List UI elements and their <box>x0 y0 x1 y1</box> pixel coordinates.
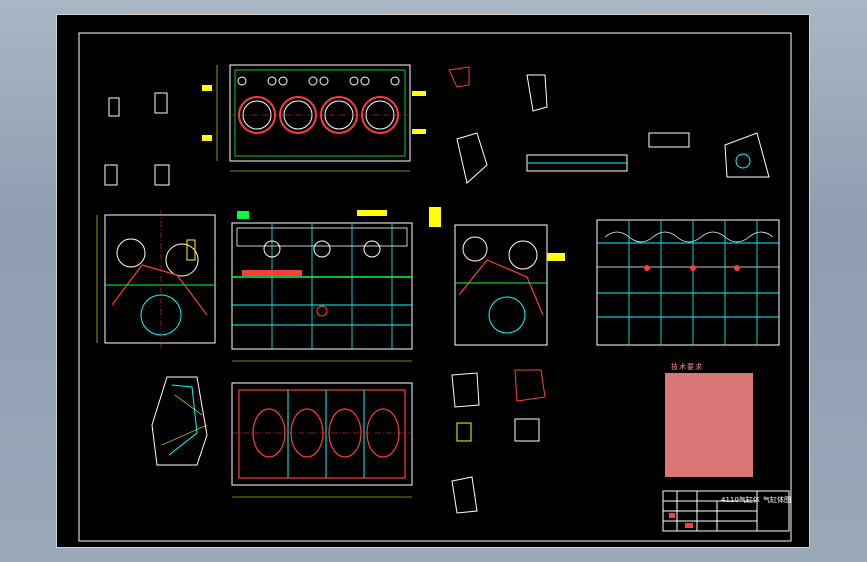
notes-title: 技术要求 <box>671 363 703 371</box>
cad-drawing-sheet: 技术要求 4110气缸体 气缸体图 <box>56 14 810 548</box>
left-side-section <box>96 210 216 350</box>
engine-block-drawing <box>78 32 792 542</box>
rear-elevation <box>596 219 780 346</box>
inner-frame <box>78 32 792 542</box>
detail-views <box>104 66 770 514</box>
title-block-name: 4110气缸体 <box>721 496 760 504</box>
front-elevation <box>231 210 413 362</box>
right-side-section <box>429 207 565 346</box>
title-block <box>662 490 790 532</box>
lower-left-section <box>151 376 208 466</box>
top-view <box>202 64 426 172</box>
bottom-view <box>231 382 413 498</box>
technical-notes <box>665 373 753 477</box>
title-block-code: 气缸体图 <box>763 496 791 504</box>
